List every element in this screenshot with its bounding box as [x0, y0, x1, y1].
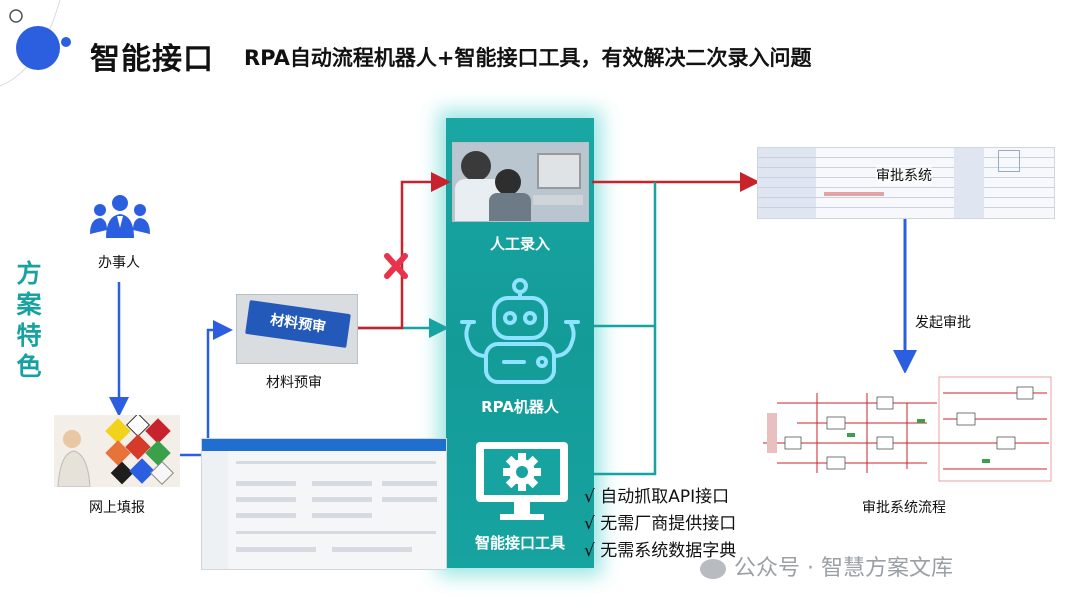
material-review-label: 材料预审	[266, 375, 322, 391]
material-review-photo: 材料预审	[236, 294, 358, 364]
online-report-image	[54, 415, 180, 487]
rpa-robot-label: RPA机器人	[481, 398, 559, 416]
online-report-label: 网上填报	[89, 500, 145, 516]
feature-item: √ 无需厂商提供接口	[584, 514, 737, 534]
feature-list: √ 自动抓取API接口 √ 无需厂商提供接口 √ 无需系统数据字典	[584, 484, 736, 565]
watermark-text: 公众号 · 智慧方案文库	[734, 556, 953, 581]
side-title-char: 色	[16, 352, 42, 381]
approval-flow-diagram	[757, 373, 1055, 485]
approval-flow-label: 审批系统流程	[862, 500, 946, 516]
robot-icon	[460, 278, 580, 384]
side-title-char: 方	[16, 259, 42, 288]
agent-label: 办事人	[98, 255, 140, 271]
line-interface-merge	[594, 326, 657, 476]
person-group-icon	[90, 195, 150, 238]
initiate-approval-label: 发起审批	[915, 315, 971, 331]
manual-entry-label: 人工录入	[489, 235, 550, 253]
small-ring-icon	[9, 9, 23, 23]
page-subtitle: RPA自动流程机器人+智能接口工具，有效解决二次录入问题	[244, 46, 812, 70]
feature-item: √ 自动抓取API接口	[584, 487, 730, 507]
side-title: 方 案 特 色	[14, 258, 44, 382]
manual-entry-photo	[452, 142, 589, 222]
cross-icon	[384, 253, 408, 279]
wechat-icon	[700, 559, 726, 579]
smart-interface-label: 智能接口工具	[474, 534, 565, 552]
watermark: 公众号 · 智慧方案文库	[700, 550, 953, 582]
side-title-char: 案	[16, 290, 42, 319]
form-sidebar	[202, 451, 228, 569]
side-title-char: 特	[16, 321, 42, 350]
page-title: 智能接口	[90, 42, 214, 77]
line-rpa-merge	[594, 182, 657, 328]
approval-system-label: 审批系统	[876, 165, 932, 185]
blue-dot-large-icon	[16, 26, 60, 70]
feature-item: √ 无需系统数据字典	[584, 541, 737, 561]
form-topbar	[202, 439, 446, 451]
blue-dot-small-icon	[61, 37, 71, 47]
monitor-gear-icon	[476, 442, 568, 520]
arrow-report-to-review	[180, 320, 233, 457]
online-form-screenshot	[201, 438, 447, 570]
header-decoration	[0, 0, 71, 87]
material-review-sign: 材料预审	[245, 300, 351, 348]
